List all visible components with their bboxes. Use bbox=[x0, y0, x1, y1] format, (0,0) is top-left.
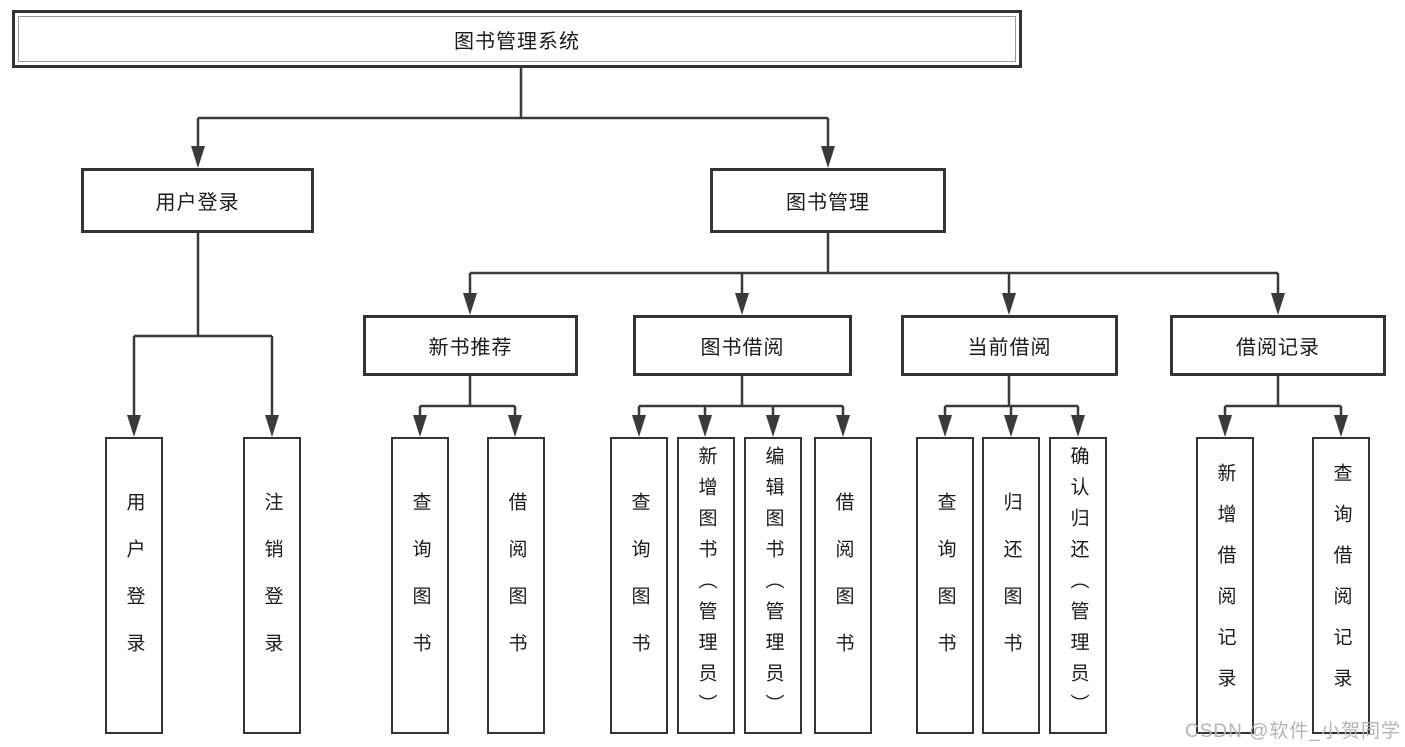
node-borrow-records: 借阅记录 bbox=[1170, 315, 1386, 376]
leaf-query-books-borrow: 查询图书 bbox=[610, 437, 668, 734]
leaf-logout-label: 注销登录 bbox=[261, 491, 283, 680]
arrowheads-level2 bbox=[191, 146, 835, 168]
leaf-add-book-admin-label: 新增图书（管理员） bbox=[695, 446, 717, 725]
csdn-watermark: CSDN @软件_小贺同学 bbox=[1185, 721, 1401, 742]
leaf-borrow-books-label: 借阅图书 bbox=[832, 491, 854, 680]
leaf-return-book-label: 归还图书 bbox=[1000, 491, 1022, 680]
arrowheads-new-book-recommend-children bbox=[413, 415, 522, 437]
branch-new-book-recommend-to-children bbox=[418, 376, 517, 419]
leaf-edit-book-admin-label: 编辑图书（管理员） bbox=[762, 446, 784, 725]
node-new-book-recommend: 新书推荐 bbox=[363, 315, 578, 376]
branch-user-login-to-children bbox=[132, 233, 274, 419]
leaf-query-books-borrow-label: 查询图书 bbox=[628, 491, 650, 680]
leaf-query-books-recommend-label: 查询图书 bbox=[409, 491, 431, 680]
leaf-user-login: 用户登录 bbox=[105, 437, 163, 734]
branch-current-borrow-to-children bbox=[943, 376, 1080, 419]
branch-book-management-to-level3 bbox=[468, 233, 1280, 297]
node-current-borrow: 当前借阅 bbox=[901, 315, 1118, 376]
leaf-borrow-books-recommend: 借阅图书 bbox=[487, 437, 545, 734]
leaf-query-borrow-record: 查询借阅记录 bbox=[1312, 437, 1370, 734]
leaf-add-book-admin: 新增图书（管理员） bbox=[677, 437, 735, 734]
arrowheads-user-login-children bbox=[127, 415, 279, 437]
leaf-borrow-books: 借阅图书 bbox=[814, 437, 872, 734]
node-library-management-system: 图书管理系统 bbox=[12, 10, 1022, 68]
node-user-login: 用户登录 bbox=[81, 168, 314, 233]
leaf-query-books-recommend: 查询图书 bbox=[391, 437, 449, 734]
leaf-borrow-books-recommend-label: 借阅图书 bbox=[505, 491, 527, 680]
leaf-query-books-current-label: 查询图书 bbox=[934, 491, 956, 680]
arrowheads-current-borrow-children bbox=[938, 415, 1085, 437]
leaf-user-login-label: 用户登录 bbox=[123, 491, 145, 680]
leaf-add-borrow-record: 新增借阅记录 bbox=[1196, 437, 1254, 734]
leaf-return-book: 归还图书 bbox=[982, 437, 1040, 734]
arrowheads-book-borrow-children bbox=[632, 415, 850, 437]
branch-root-to-level2 bbox=[196, 68, 830, 157]
arrowheads-borrow-records-children bbox=[1218, 415, 1348, 437]
arrowheads-level3 bbox=[463, 293, 1285, 315]
node-book-borrow: 图书借阅 bbox=[633, 315, 852, 376]
leaf-query-borrow-record-label: 查询借阅记录 bbox=[1330, 462, 1352, 709]
leaf-confirm-return-admin: 确认归还（管理员） bbox=[1049, 437, 1107, 734]
leaf-confirm-return-admin-label: 确认归还（管理员） bbox=[1067, 446, 1089, 725]
leaf-add-borrow-record-label: 新增借阅记录 bbox=[1214, 462, 1236, 709]
branch-book-borrow-to-children bbox=[637, 376, 845, 419]
leaf-edit-book-admin: 编辑图书（管理员） bbox=[744, 437, 802, 734]
leaf-logout: 注销登录 bbox=[243, 437, 301, 734]
leaf-query-books-current: 查询图书 bbox=[916, 437, 974, 734]
branch-borrow-records-to-children bbox=[1223, 376, 1343, 419]
node-book-management: 图书管理 bbox=[710, 168, 946, 233]
